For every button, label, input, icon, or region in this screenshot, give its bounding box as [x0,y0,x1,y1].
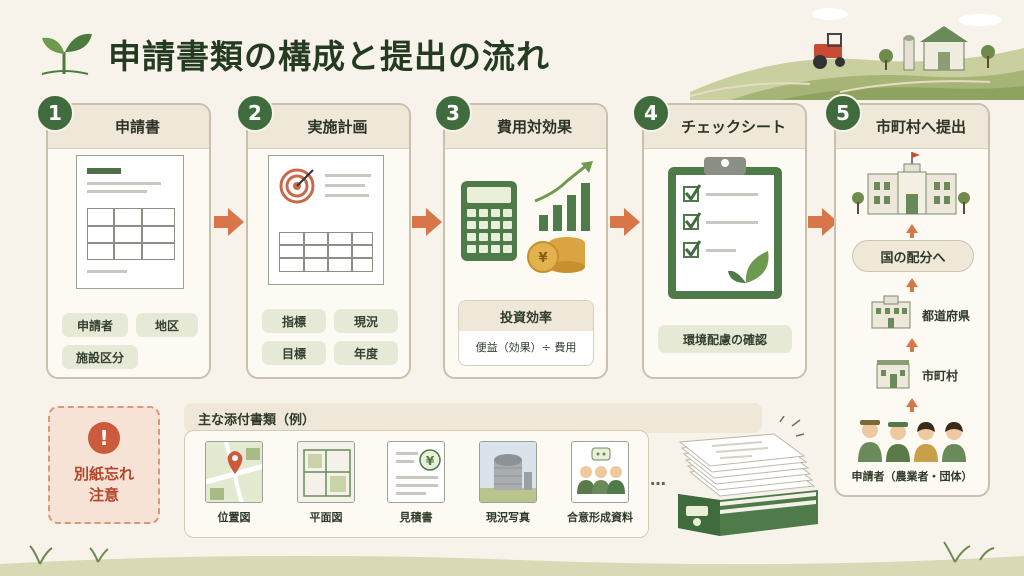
floor-plan-icon [297,441,355,503]
attachment-item: ¥ 見積書 [375,441,457,525]
calculator-chart-icon: ¥ [461,161,593,273]
level-label: 市町村 [922,369,959,383]
municipality-building-icon [876,360,910,389]
government-building-icon [852,152,970,215]
attachment-item: 合意形成資料 [559,441,641,525]
up-arrow-icon [906,278,918,292]
estimate-document-icon: ¥ [387,441,445,503]
document-binder-stack-icon [678,416,818,536]
attachment-label: 見積書 [399,511,433,524]
tag-item: 目標 [262,341,326,365]
attachment-item: 平面図 [285,441,367,525]
tag-item: 地区 [136,313,198,337]
up-arrow-icon [906,224,918,238]
tag-item: 環境配慮の確認 [658,325,792,353]
step-card-1: 申請書 申請者 地区 施設区分 [46,103,211,379]
applicants-group-icon [858,420,966,462]
step-card-4: チェックシート 環境配慮の確認 [642,103,807,379]
svg-text:¥: ¥ [538,251,547,266]
target-plan-icon [268,155,384,285]
flow-arrow-icon [214,208,244,236]
step-card-2: 実施計画 指標 現況 目標 年度 [246,103,411,379]
tag-item: 申請者 [62,313,128,337]
page-title: 申請書類の構成と提出の流れ [108,37,550,76]
flow-arrow-icon [610,208,640,236]
warning-text: 別紙忘れ 注意 [50,464,158,506]
attachment-label: 現況写真 [486,511,530,524]
step-title: 申請書 [48,105,209,149]
exclamation-icon: ! [88,422,120,454]
level-label: 都道府県 [922,309,971,323]
national-allocation-badge: 国の配分へ [852,240,974,272]
clipboard-checklist-icon [668,157,782,299]
attachment-item: 現況写真 [467,441,549,525]
application-form-icon [76,155,184,289]
box-title: 投資効率 [459,301,593,331]
attachment-label: 合意形成資料 [567,511,633,524]
facility-photo-icon [479,441,537,503]
attachment-item: 位置図 [193,441,275,525]
farm-landscape-illustration [690,8,1024,100]
step-title: チェックシート [644,105,805,149]
prefecture-building-icon [871,295,911,329]
header: 申請書類の構成と提出の流れ [36,28,550,80]
applicant-label: 申請者（農業者・団体） [851,470,973,483]
attachment-label: 位置図 [217,511,251,524]
investment-efficiency-box: 投資効率 便益（効果）÷ 費用 [458,300,594,366]
warning-note: ! 別紙忘れ 注意 [48,406,160,524]
step-number-badge: 3 [434,94,472,132]
more-indicator: … [650,470,666,489]
up-arrow-icon [906,398,918,412]
tag-item: 現況 [334,309,398,333]
svg-text:¥: ¥ [426,454,435,468]
formula-text: 便益（効果）÷ 費用 [475,341,577,354]
attachments-panel: 位置図 平面図 ¥ 見積書 [184,430,649,538]
up-arrow-icon [906,338,918,352]
ground-grass-decoration [0,541,1024,576]
step-title: 実施計画 [248,105,409,149]
warning-line: 別紙忘れ [73,465,134,483]
step-number-badge: 1 [36,94,74,132]
tag-item: 施設区分 [62,345,138,369]
flow-arrow-icon [412,208,442,236]
step-number-badge: 4 [632,94,670,132]
consensus-people-icon [571,441,629,503]
step-number-badge: 5 [824,94,862,132]
tag-item: 年度 [334,341,398,365]
tag-item: 指標 [262,309,326,333]
location-map-icon [205,441,263,503]
warning-line: 注意 [88,486,119,504]
sprout-logo-icon [41,33,92,75]
attachments-header: 主な添付書類（例） [184,403,762,433]
step-number-badge: 2 [236,94,274,132]
attachment-label: 平面図 [309,511,343,524]
